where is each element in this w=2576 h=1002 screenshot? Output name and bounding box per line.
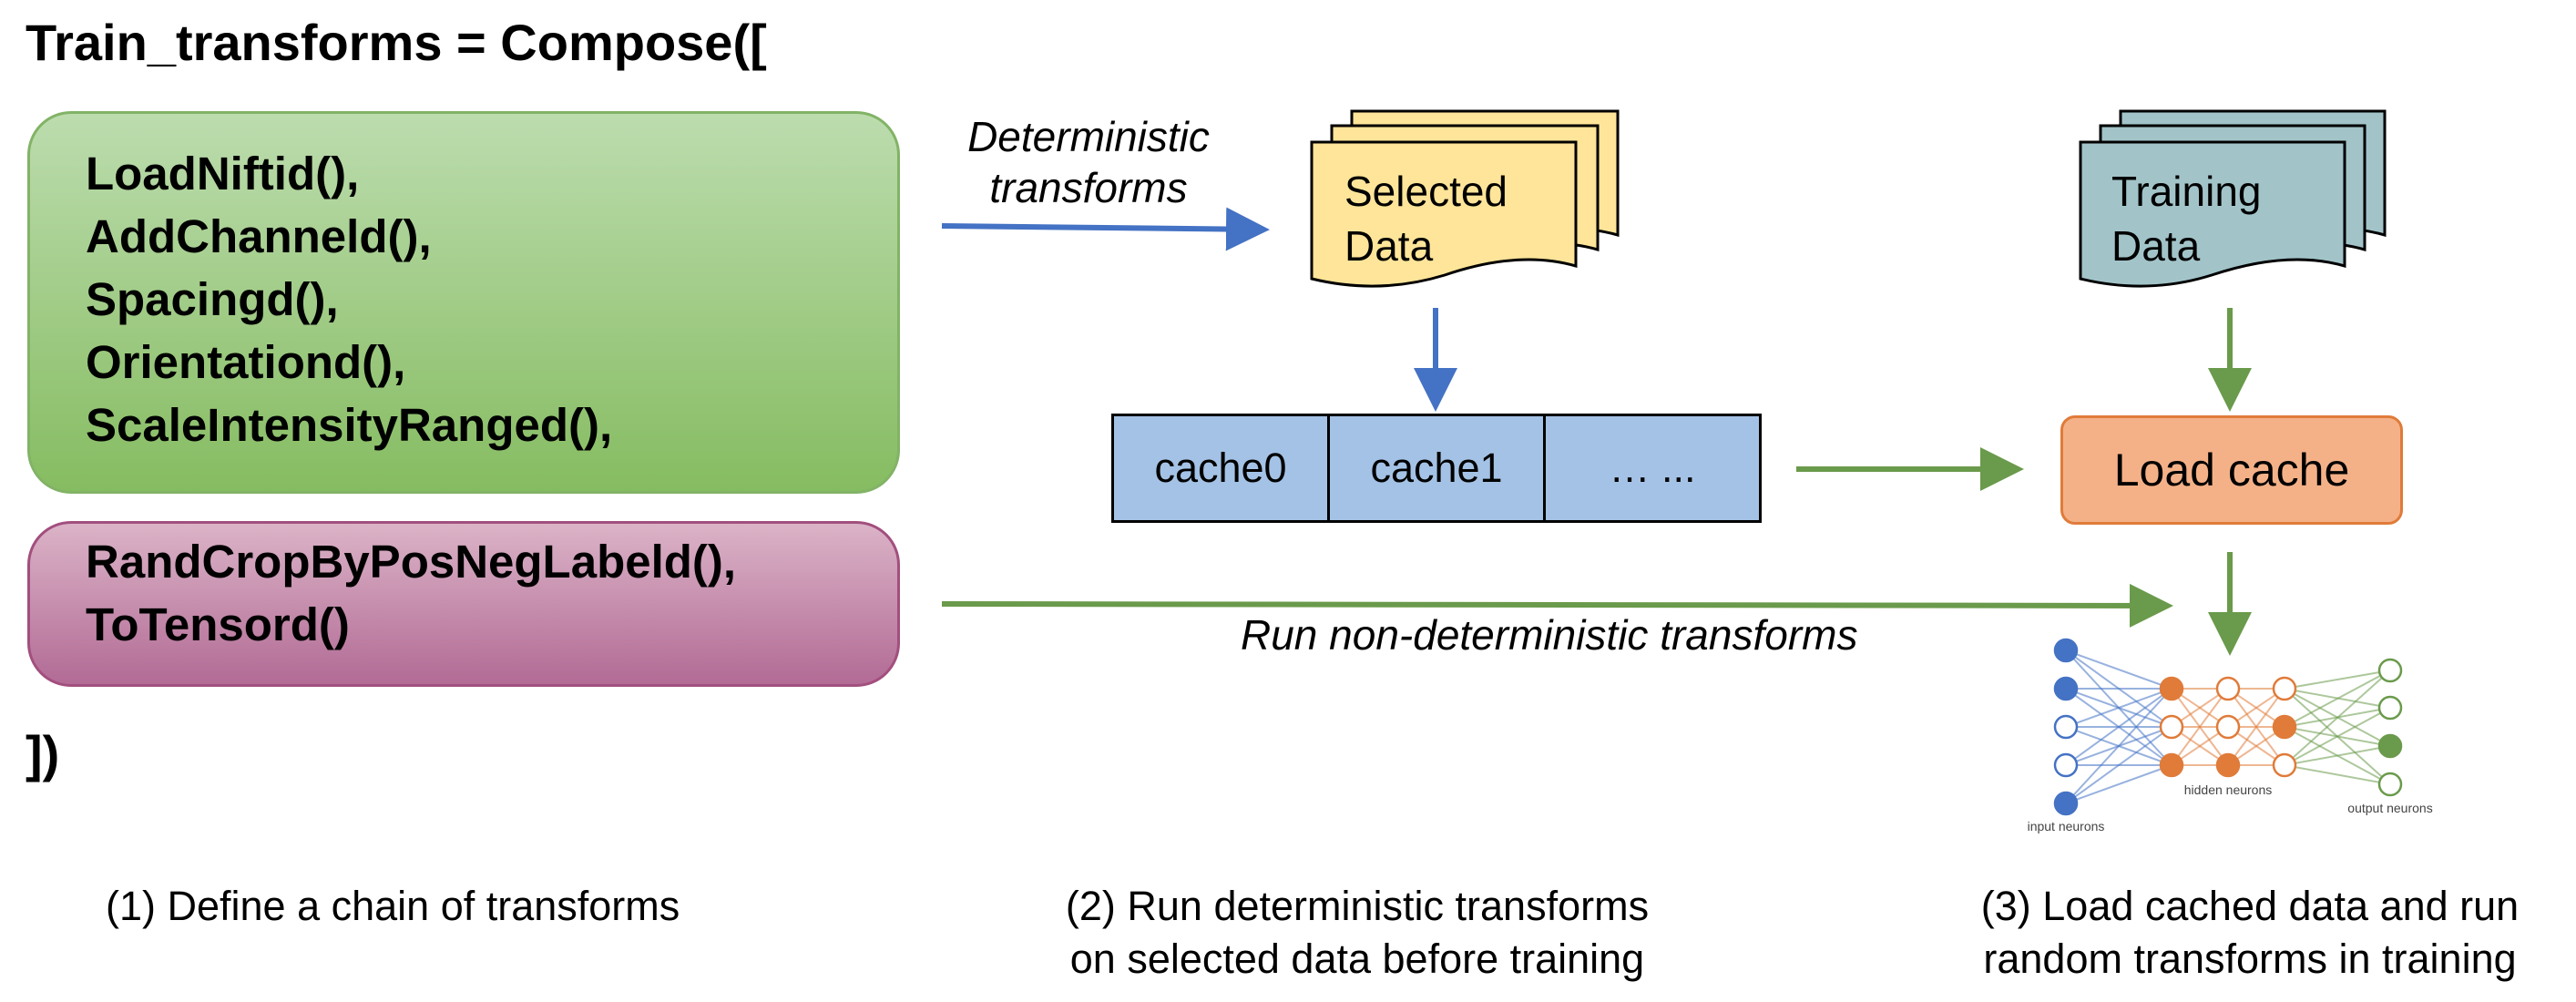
network-edge <box>2171 688 2229 766</box>
selected-data-line-1: Selected <box>1344 168 1508 215</box>
training-data-line-2: Data <box>2111 222 2201 270</box>
load-cache-box: Load cache <box>2060 415 2403 525</box>
cache-cell-0: cache0 <box>1111 414 1330 523</box>
transform-add-channeld: AddChanneld(), <box>86 210 432 262</box>
selected-data-line-2: Data <box>1344 222 1434 270</box>
hidden-neurons-label: hidden neurons <box>2184 782 2273 797</box>
transform-orientationd: Orientationd(), <box>86 336 406 388</box>
step2-caption: (2) Run deterministic transforms on sele… <box>1057 880 1658 986</box>
network-edge <box>2227 688 2285 766</box>
training-data-label: Training Data <box>2111 164 2261 273</box>
cache-cell-1: cache1 <box>1327 414 1546 523</box>
network-edge <box>2065 726 2172 804</box>
deterministic-transforms-label: Deterministic transforms <box>967 113 1210 211</box>
network-edge <box>2065 764 2172 804</box>
transform-rand-crop: RandCropByPosNegLabeld(), <box>86 536 737 588</box>
network-neuron <box>2215 714 2241 740</box>
selected-data-label: Selected Data <box>1344 164 1508 273</box>
network-edge <box>2065 688 2172 728</box>
network-neuron <box>2272 714 2297 740</box>
network-neuron <box>2215 676 2241 701</box>
random-transforms-list: RandCropByPosNegLabeld(), ToTensord() <box>86 530 736 656</box>
network-neuron <box>2377 658 2403 683</box>
training-data-line-1: Training <box>2111 168 2262 215</box>
network-edge <box>2065 688 2172 804</box>
network-neuron <box>2159 676 2184 701</box>
compose-open-text: Train_transforms = Compose([ <box>26 14 767 71</box>
network-neuron <box>2377 772 2403 797</box>
network-edge <box>2284 745 2391 766</box>
transform-to-tensord: ToTensord() <box>86 598 350 650</box>
network-edge <box>2284 670 2391 690</box>
step3-caption-line-1: (3) Load cached data and run <box>1980 883 2520 929</box>
output-neurons-label: output neurons <box>2347 801 2432 815</box>
compose-close-text: ]) <box>26 725 60 782</box>
random-transforms-arrow <box>941 583 2173 628</box>
network-edge <box>2284 670 2391 728</box>
input-neurons-label: input neurons <box>2028 819 2105 833</box>
step3-caption: (3) Load cached data and run random tran… <box>1931 880 2569 986</box>
network-edge <box>2284 707 2391 766</box>
network-neuron <box>2272 752 2297 778</box>
transform-scale-intensity-ranged: ScaleIntensityRanged(), <box>86 399 613 451</box>
network-neuron <box>2377 695 2403 721</box>
network-neuron <box>2053 676 2079 701</box>
network-neuron <box>2053 791 2079 816</box>
deterministic-transforms-list: LoadNiftid(), AddChanneld(), Spacingd(),… <box>86 142 612 456</box>
network-neuron <box>2159 752 2184 778</box>
network-edge <box>2284 764 2391 785</box>
network-neuron <box>2053 714 2079 740</box>
network-neuron <box>2159 714 2184 740</box>
selected-data-document <box>1310 109 1620 288</box>
training-data-document <box>2079 109 2387 288</box>
cache-cell-more: … ... <box>1543 414 1762 523</box>
neural-network-icon <box>2053 638 2403 816</box>
deterministic-transforms-box <box>27 111 900 494</box>
network-edge <box>2284 670 2391 766</box>
network-neuron <box>2053 752 2079 778</box>
network-neuron <box>2053 638 2079 663</box>
step2-caption-line-1: (2) Run deterministic transforms <box>1065 883 1650 929</box>
network-neuron <box>2215 752 2241 778</box>
transform-load-niftid: LoadNiftid(), <box>86 148 360 199</box>
network-neuron <box>2377 733 2403 759</box>
transform-spacingd: Spacingd(), <box>86 273 339 325</box>
network-edge <box>2065 688 2172 766</box>
deterministic-arrow <box>941 207 1270 251</box>
network-edge <box>2065 649 2172 690</box>
nondeterministic-transforms-label: Run non-deterministic transforms <box>1241 611 1858 659</box>
step1-caption: (1) Define a chain of transforms <box>106 883 680 929</box>
network-neuron <box>2272 676 2297 701</box>
step3-caption-line-2: random transforms in training <box>1983 936 2517 982</box>
random-transforms-box <box>27 521 900 687</box>
step2-caption-line-2: on selected data before training <box>1069 936 1645 982</box>
